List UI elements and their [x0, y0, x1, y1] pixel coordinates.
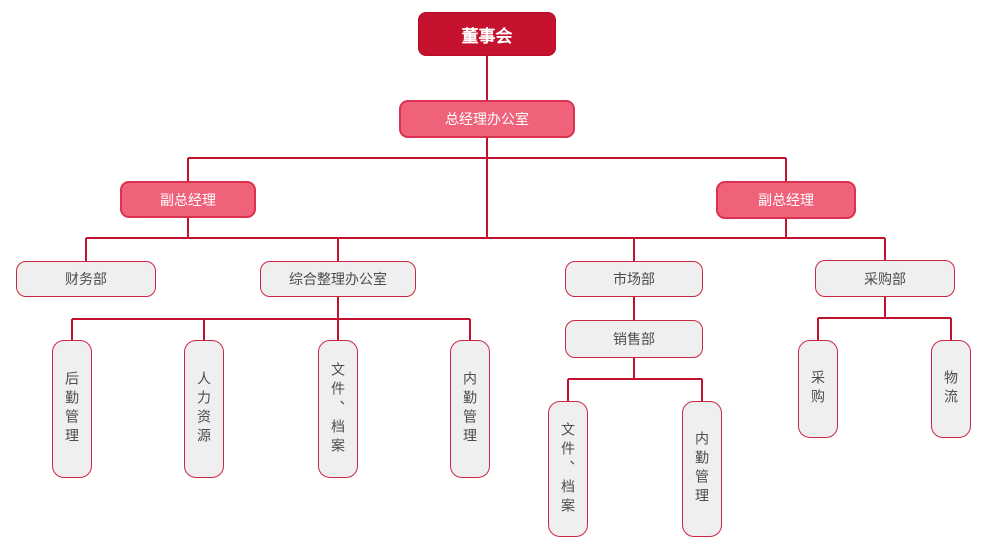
node-procurement-dept[interactable]: 采购部 — [815, 260, 955, 297]
node-general-office[interactable]: 综合整理办公室 — [260, 261, 416, 297]
node-marketing-dept[interactable]: 市场部 — [565, 261, 703, 297]
node-board[interactable]: 董事会 — [418, 12, 556, 56]
node-hr[interactable]: 人力资源 — [184, 340, 224, 478]
node-sales-dept[interactable]: 销售部 — [565, 320, 703, 358]
node-procurement[interactable]: 采购 — [798, 340, 838, 438]
node-internal-mgmt-admin[interactable]: 内勤管理 — [450, 340, 490, 478]
node-finance-dept[interactable]: 财务部 — [16, 261, 156, 297]
node-docs-archives-sales[interactable]: 文件、档案 — [548, 401, 588, 537]
node-deputy-gm-right[interactable]: 副总经理 — [716, 181, 856, 219]
node-docs-archives-admin[interactable]: 文件、档案 — [318, 340, 358, 478]
node-deputy-gm-left[interactable]: 副总经理 — [120, 181, 256, 218]
node-gm-office[interactable]: 总经理办公室 — [399, 100, 575, 138]
node-logistics[interactable]: 物流 — [931, 340, 971, 438]
node-internal-mgmt-sales[interactable]: 内勤管理 — [682, 401, 722, 537]
node-logistics-mgmt[interactable]: 后勤管理 — [52, 340, 92, 478]
